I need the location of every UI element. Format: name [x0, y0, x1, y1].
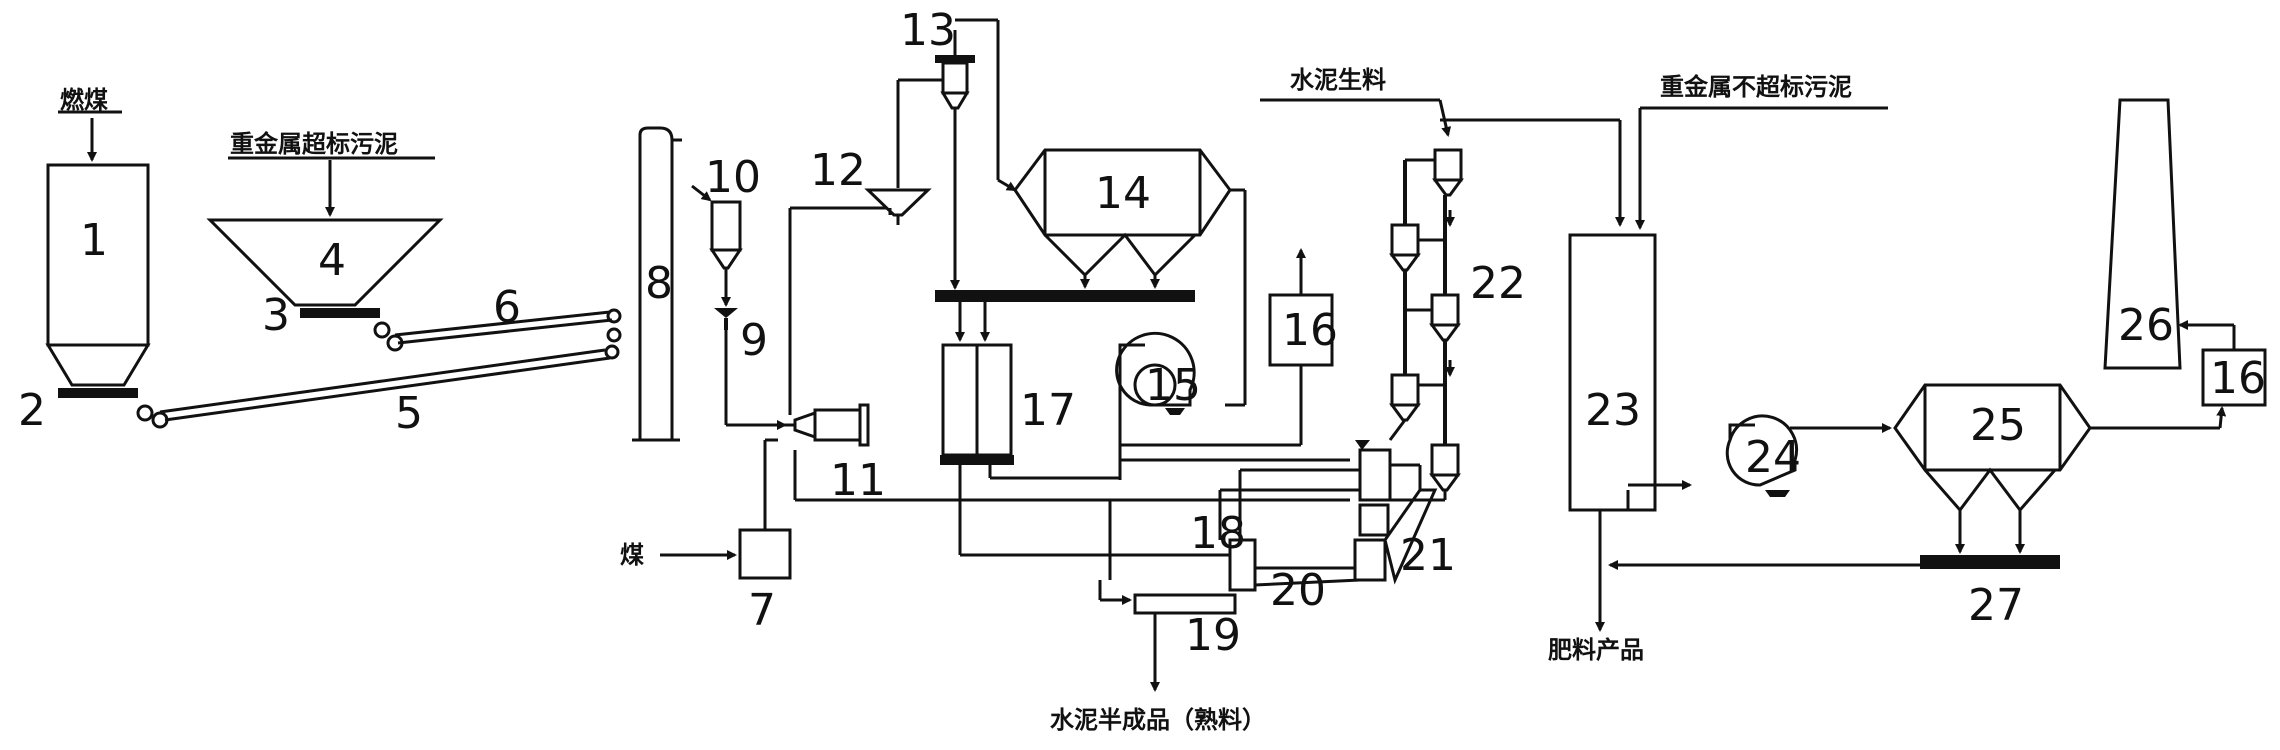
label-coal-left: 煤 — [620, 541, 644, 569]
number-26: 26 — [2118, 300, 2174, 351]
unit-21-calciner — [793, 440, 1438, 585]
label-sludge-ok: 重金属不超标污泥 — [1660, 73, 1852, 101]
unit-16b-box — [2178, 320, 2267, 407]
number-16: 16 — [1282, 305, 1338, 356]
label-coal-top: 燃煤 — [60, 86, 108, 114]
unit-10-bin — [691, 184, 743, 307]
unit-23-dryer — [1568, 106, 1888, 632]
unit-25-bag-filter — [1893, 383, 2227, 554]
conveyor-6 — [394, 308, 622, 345]
number-19: 19 — [1185, 610, 1241, 661]
unit-8-elevator — [632, 126, 682, 442]
unit-2-feeder — [136, 404, 169, 429]
number-23: 23 — [1585, 385, 1641, 436]
number-9: 9 — [740, 315, 768, 366]
number-14: 14 — [1095, 168, 1151, 219]
unit-4-sludge-hopper — [206, 160, 444, 318]
number-22: 22 — [1470, 258, 1526, 309]
unit-27-screw — [1608, 555, 2060, 570]
number-10: 10 — [705, 152, 761, 203]
unit-1-coal-silo — [45, 118, 151, 398]
unit-19-cooler — [1098, 500, 1237, 692]
number-11: 11 — [830, 455, 886, 506]
number-25: 25 — [1970, 400, 2026, 451]
number-8: 8 — [645, 258, 673, 309]
number-1: 1 — [80, 215, 108, 266]
label-clinker: 水泥半成品（熟料） — [1050, 706, 1266, 734]
number-7: 7 — [748, 585, 776, 636]
number-4: 4 — [318, 235, 346, 286]
unit-20-kiln-duct — [1110, 498, 1361, 587]
unit-14-bag-filter — [1013, 148, 1247, 407]
number-13: 13 — [900, 5, 956, 56]
unit-22-preheater — [1260, 98, 1625, 502]
number-15: 15 — [1145, 360, 1201, 411]
unit-7-coal-box — [660, 438, 792, 580]
unit-9-valve — [714, 308, 787, 430]
label-fertilizer: 肥料产品 — [1548, 636, 1644, 664]
number-17: 17 — [1020, 385, 1076, 436]
label-raw-meal: 水泥生料 — [1290, 66, 1386, 94]
number-27: 27 — [1968, 580, 2024, 631]
number-18: 18 — [1190, 508, 1246, 559]
unit-16-box — [1120, 248, 1334, 447]
number-24: 24 — [1745, 432, 1801, 483]
unit-11-mill — [785, 206, 890, 447]
screw-conveyor-14 — [935, 255, 1195, 342]
number-2: 2 — [18, 385, 46, 436]
number-20: 20 — [1270, 565, 1326, 616]
number-6: 6 — [493, 282, 521, 333]
number-16b: 16 — [2210, 353, 2266, 404]
number-21: 21 — [1400, 530, 1456, 581]
unit-18-burner — [1225, 538, 1257, 592]
unit-13-filter — [935, 18, 1017, 280]
unit-24-fan — [1725, 414, 1892, 497]
unit-3-feeder — [373, 321, 404, 352]
unit-17-silos — [940, 343, 1225, 557]
conveyor-5 — [159, 344, 620, 422]
unit-12-separator — [864, 78, 955, 225]
number-12: 12 — [810, 145, 866, 196]
number-3: 3 — [262, 290, 290, 341]
unit-26-chimney — [2103, 98, 2182, 370]
number-5: 5 — [395, 388, 423, 439]
label-sludge-over: 重金属超标污泥 — [230, 130, 398, 158]
